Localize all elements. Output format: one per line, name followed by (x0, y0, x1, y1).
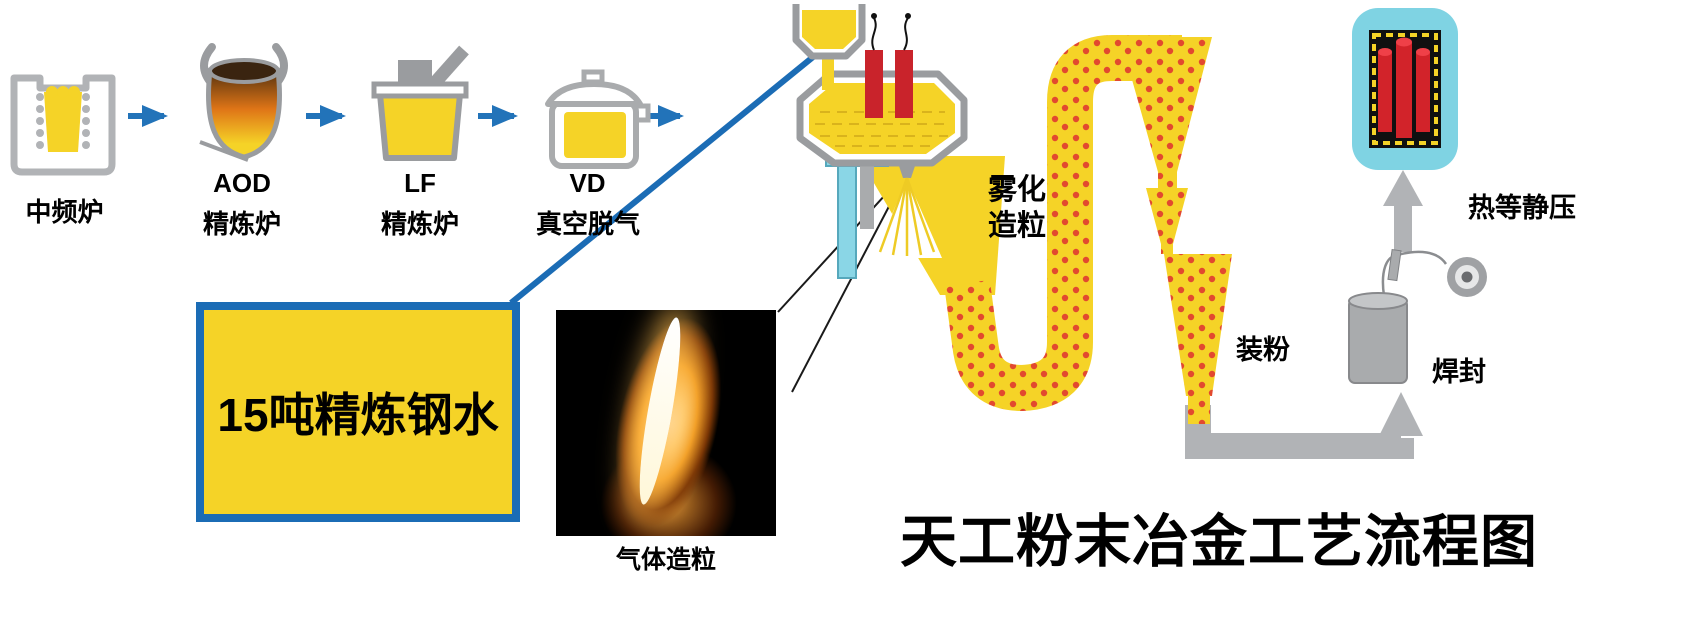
label-lf-sub: 精炼炉 (380, 209, 459, 239)
spray-cone-icon (874, 177, 942, 258)
atomizer-graphic (792, 4, 968, 279)
label-lf: LF (404, 168, 436, 198)
label-atomization-line1: 雾化 (988, 174, 1047, 206)
refined-steel-callout: 15吨精炼钢水 (196, 302, 520, 522)
powder-canister-icon (1348, 249, 1487, 384)
transfer-pipe-graphic (1185, 392, 1423, 459)
label-hot-isostatic-pressing: 热等静压 (1468, 193, 1576, 223)
label-weld-sealing: 焊封 (1432, 357, 1486, 387)
label-gas-atomization: 气体造粒 (615, 546, 716, 574)
label-aod: AOD (213, 168, 271, 198)
cyclone-separator-icon (1120, 37, 1212, 172)
powder-filling-funnel-icon (1164, 254, 1232, 396)
label-powder-filling: 装粉 (1236, 335, 1290, 365)
aod-furnace-icon (199, 43, 288, 162)
hip-arrow-icon (1383, 170, 1423, 252)
powder-duct-graphic (858, 35, 1232, 424)
label-vd: VD (569, 168, 606, 198)
medium-frequency-furnace-icon (10, 74, 116, 176)
lf-furnace-icon (371, 45, 469, 161)
label-vd-sub: 真空脱气 (535, 209, 640, 239)
weld-head-icon (1387, 249, 1402, 282)
refined-steel-callout-text: 15吨精炼钢水 (217, 389, 499, 441)
hip-unit-icon (1352, 8, 1458, 170)
label-medium-frequency-furnace: 中频炉 (25, 197, 104, 227)
label-aod-sub: 精炼炉 (202, 209, 281, 239)
gas-atomization-photo (556, 310, 776, 536)
vd-degasser-icon (545, 69, 651, 169)
callout-connector-line (509, 54, 815, 306)
diagram-title: 天工粉末冶金工艺流程图 (900, 510, 1538, 574)
tundish-icon (792, 4, 866, 90)
electrode-icon (865, 13, 913, 118)
weld-spool-icon (1447, 257, 1487, 297)
label-atomization-line2: 造粒 (988, 210, 1047, 242)
